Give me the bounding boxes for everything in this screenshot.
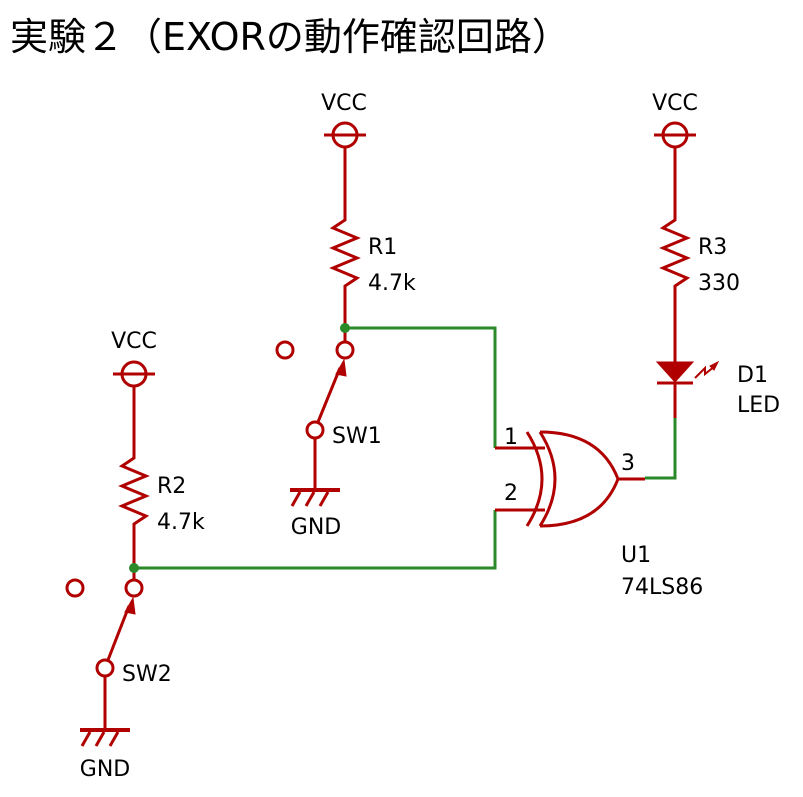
svg-text:SW2: SW2 <box>122 662 172 687</box>
switch-sw2: SW2 <box>65 570 172 730</box>
svg-text:74LS86: 74LS86 <box>621 575 703 600</box>
svg-text:1: 1 <box>504 425 518 450</box>
svg-text:4.7k: 4.7k <box>368 271 416 296</box>
diagram-title: 実験２（EXORの動作確認回路） <box>10 15 570 59</box>
resistor-r1: R1 4.7k <box>329 210 416 328</box>
svg-text:GND: GND <box>291 515 341 540</box>
svg-text:GND: GND <box>80 757 130 782</box>
svg-text:SW1: SW1 <box>332 424 382 449</box>
resistor-r2: R2 4.7k <box>118 450 205 568</box>
svg-text:330: 330 <box>698 271 740 296</box>
switch-sw1: SW1 <box>275 328 382 490</box>
svg-text:VCC: VCC <box>321 91 367 116</box>
resistor-r3: R3 330 <box>659 210 740 362</box>
gnd-symbol-sw2: GND <box>80 728 130 782</box>
led-d1: D1 LED <box>655 360 780 418</box>
svg-text:2: 2 <box>504 481 518 506</box>
svg-text:R3: R3 <box>698 235 727 260</box>
svg-text:U1: U1 <box>621 543 651 568</box>
vcc-symbol-r3: VCC <box>652 91 698 210</box>
svg-text:4.7k: 4.7k <box>157 510 205 535</box>
wire-net-out <box>645 418 677 480</box>
svg-text:VCC: VCC <box>111 329 157 354</box>
wire-net-in2 <box>129 510 497 573</box>
vcc-symbol-r1: VCC <box>321 91 367 210</box>
vcc-symbol-r2: VCC <box>111 329 157 450</box>
svg-text:LED: LED <box>737 393 780 418</box>
gnd-symbol-sw1: GND <box>290 488 341 540</box>
svg-text:D1: D1 <box>737 363 768 388</box>
xor-gate-u1: 1 2 3 U1 74LS86 <box>495 425 703 600</box>
svg-text:VCC: VCC <box>652 91 698 116</box>
svg-text:R2: R2 <box>157 474 186 499</box>
svg-text:R1: R1 <box>368 235 397 260</box>
wire-net-in1 <box>340 323 497 448</box>
svg-text:3: 3 <box>621 451 635 476</box>
